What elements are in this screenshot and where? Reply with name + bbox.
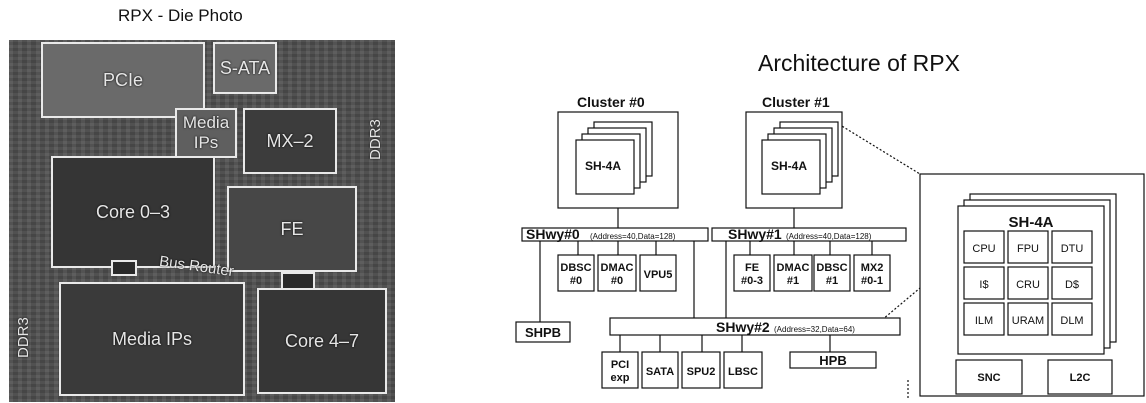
ddr3-left-label: DDR3 [15, 317, 32, 358]
vpu5-box [639, 254, 677, 292]
unit-dtu [1051, 230, 1093, 264]
shwy1-bus [711, 227, 907, 242]
die-photo: PCIe S-ATA Media IPs MX–2 Core 0–3 FE Me… [9, 40, 395, 402]
svg-text:ILM: ILM [975, 315, 993, 327]
svg-text:DBSC: DBSC [560, 262, 591, 274]
svg-text:#0-3: #0-3 [741, 275, 763, 287]
cluster1-core [761, 139, 821, 195]
unit-dlm [1051, 302, 1093, 336]
core03-block: Core 0–3 [51, 156, 215, 268]
shpb-box [515, 321, 571, 343]
snc-box [955, 359, 1023, 395]
svg-text:SNC: SNC [977, 372, 1000, 384]
svg-text:URAM: URAM [1012, 315, 1044, 327]
svg-text:MX2: MX2 [861, 262, 884, 274]
shwy2-params: (Address=32,Data=64) [774, 325, 855, 334]
unit-cpu [963, 230, 1005, 264]
shwy0-name: SHwy#0 [526, 226, 580, 242]
sh4a-detail-title: SH-4A [1008, 214, 1053, 231]
fe03-box [733, 254, 771, 292]
dbsc0-box [557, 254, 595, 292]
bus-router-node-1 [111, 260, 137, 276]
mx2-box [853, 254, 891, 292]
shwy0-bus [521, 227, 709, 242]
die-photo-title: RPX - Die Photo [118, 6, 243, 25]
cluster0-core-label: SH-4A [585, 159, 621, 173]
shwy2-bus [609, 317, 901, 336]
sata-block: S-ATA [213, 42, 277, 94]
svg-text:D$: D$ [1065, 279, 1079, 291]
unit-fpu [1007, 230, 1049, 264]
svg-text:#1: #1 [787, 275, 799, 287]
architecture-title: Architecture of RPX [758, 50, 960, 76]
pciexp-box [601, 351, 639, 389]
cluster1-label: Cluster #1 [762, 94, 830, 110]
svg-text:SPU2: SPU2 [687, 366, 716, 378]
sata-box [641, 351, 679, 389]
architecture-diagram: Cluster #0 SH-4A Cluster #1 SH-4A SHwy#0… [515, 94, 1145, 398]
svg-text:FPU: FPU [1017, 243, 1039, 255]
svg-text:HPB: HPB [819, 353, 846, 368]
svg-text:DMAC: DMAC [777, 262, 810, 274]
hpb-box [789, 351, 877, 369]
svg-text:PCI: PCI [611, 359, 629, 371]
svg-text:DBSC: DBSC [816, 262, 847, 274]
svg-text:SATA: SATA [646, 366, 674, 378]
svg-text:DTU: DTU [1061, 243, 1084, 255]
shwy1-params: (Address=40,Data=128) [786, 232, 872, 241]
svg-text:#0: #0 [611, 275, 623, 287]
fe-block: FE [227, 186, 357, 272]
unit-icache [963, 266, 1005, 300]
svg-text:DMAC: DMAC [601, 262, 634, 274]
unit-cru [1007, 266, 1049, 300]
spu2-box [681, 351, 721, 389]
svg-text:#0: #0 [570, 275, 582, 287]
svg-text:#0-1: #0-1 [861, 275, 883, 287]
shwy2-name: SHwy#2 [716, 319, 770, 335]
svg-text:VPU5: VPU5 [644, 269, 673, 281]
svg-text:SHPB: SHPB [525, 325, 561, 340]
dmac0-box [597, 254, 637, 292]
svg-text:#1: #1 [826, 275, 838, 287]
lbsc-box [723, 351, 763, 389]
svg-text:CRU: CRU [1016, 279, 1040, 291]
l2c-box [1047, 359, 1113, 395]
svg-text:exp: exp [611, 372, 630, 384]
svg-text:DLM: DLM [1060, 315, 1083, 327]
dmac1-box [773, 254, 813, 292]
pcie-block: PCIe [41, 42, 205, 118]
svg-text:L2C: L2C [1070, 372, 1091, 384]
cluster0-label: Cluster #0 [577, 94, 645, 110]
svg-text:LBSC: LBSC [728, 366, 758, 378]
core47-block: Core 4–7 [257, 288, 387, 394]
unit-uram [1007, 302, 1049, 336]
media-ips-top-block: Media IPs [175, 108, 237, 158]
svg-text:CPU: CPU [972, 243, 995, 255]
cluster1-core-label: SH-4A [771, 159, 807, 173]
unit-ilm [963, 302, 1005, 336]
shwy0-params: (Address=40,Data=128) [590, 232, 676, 241]
svg-text:I$: I$ [979, 279, 988, 291]
cluster0-core [575, 139, 635, 195]
svg-text:FE: FE [745, 262, 759, 274]
media-ips-bottom-block: Media IPs [59, 282, 245, 396]
shwy1-name: SHwy#1 [728, 226, 782, 242]
unit-dcache [1051, 266, 1093, 300]
dbsc1-box [813, 254, 851, 292]
mx2-block: MX–2 [243, 108, 337, 174]
ddr3-right-label: DDR3 [367, 119, 384, 160]
